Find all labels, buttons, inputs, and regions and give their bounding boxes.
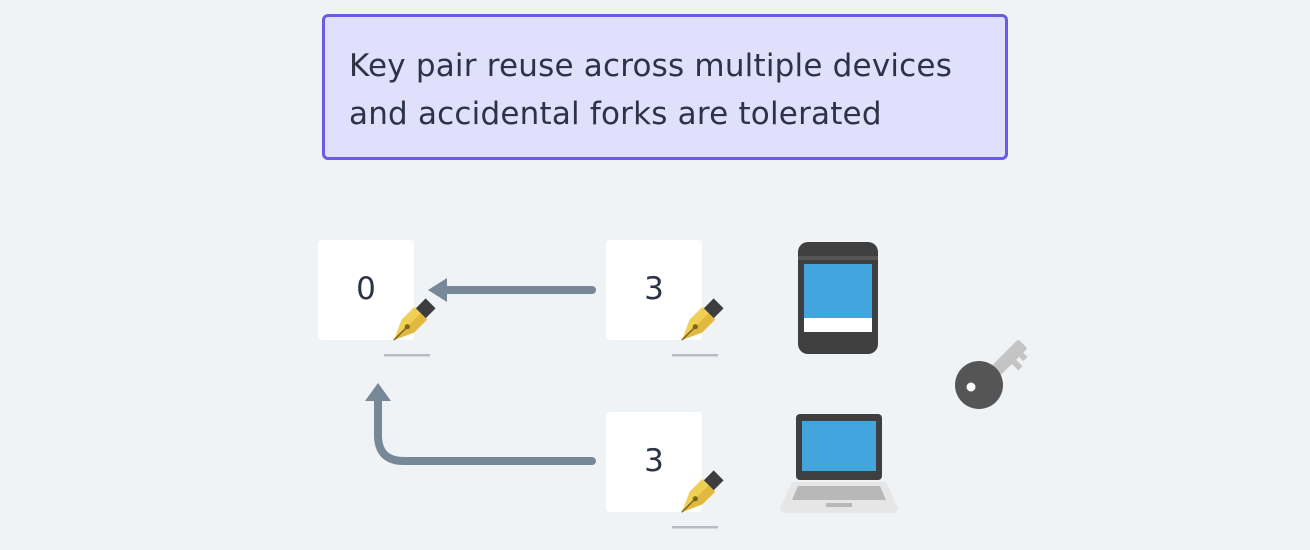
callout-text-line-2: and accidental forks are tolerated — [349, 96, 882, 132]
callout-box: Key pair reuse across multiple devices a… — [322, 14, 1008, 160]
block-fork-a: 3 — [606, 240, 702, 340]
arrow-bottom — [365, 383, 596, 465]
fountain-pen-icon — [672, 298, 724, 357]
laptop-icon — [780, 414, 898, 513]
block-value: 3 — [644, 443, 664, 479]
block-fork-b: 3 — [606, 412, 702, 512]
block-value: 0 — [356, 271, 376, 307]
block-value: 3 — [644, 271, 664, 307]
arrow-top — [428, 278, 596, 302]
fountain-pen-icon — [672, 470, 724, 529]
callout-text-line-1: Key pair reuse across multiple devices — [349, 48, 953, 84]
key-icon — [955, 340, 1028, 409]
fountain-pen-icon — [384, 298, 436, 357]
smartphone-icon — [798, 242, 878, 354]
block-genesis: 0 — [318, 240, 414, 340]
